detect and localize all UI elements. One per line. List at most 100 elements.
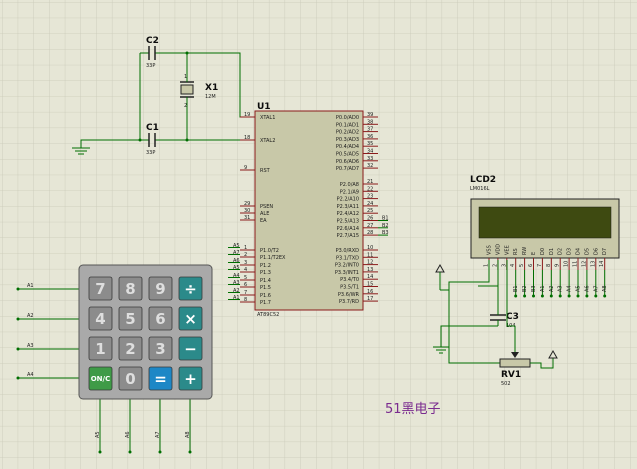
lcd-pin-rs: RS4	[510, 248, 519, 270]
u1-pin-name: P3.5/T1	[340, 285, 359, 291]
u1-p1-net-A6: A6	[228, 258, 240, 264]
u1-pin-number: 7	[244, 290, 247, 296]
lcd-pin-number: 9	[555, 264, 561, 267]
u1-pin-number: 11	[367, 252, 373, 258]
net-label: A7	[233, 250, 240, 256]
net-label: B2	[382, 223, 389, 229]
key-7[interactable]: 7	[88, 276, 113, 301]
net-label: A2	[27, 313, 34, 319]
u1-p1-net-A4: A4	[228, 273, 240, 279]
key-on-clear[interactable]: ON/C	[88, 366, 113, 391]
capacitor-c1[interactable]: C1 33P	[146, 123, 159, 156]
key-8[interactable]: 8	[118, 276, 143, 301]
watermark-text: 51黑电子	[385, 402, 441, 417]
key-plus[interactable]: +	[178, 366, 203, 391]
u1-pin-name: P2.2/A10	[337, 197, 359, 203]
lcd-display[interactable]: LCD2 LM016L VSS1VDD2VEE3RS4RW5E6D07D18D2…	[470, 175, 620, 298]
key-3[interactable]: 3	[148, 336, 173, 361]
key-0[interactable]: 0	[118, 366, 143, 391]
key-minus[interactable]: −	[178, 336, 203, 361]
u1-p2-net-B1: B1	[378, 216, 389, 222]
lcd-pin-number: 14	[599, 261, 605, 267]
u1-pin-name: P1.0/T2	[260, 248, 279, 254]
u1-pin-name: P2.6/A14	[337, 226, 359, 232]
u1-pin-name: P3.2/INT0	[335, 263, 359, 269]
u1-pin-number: 17	[367, 296, 373, 302]
u1-pin-number: 6	[244, 282, 247, 288]
net-label: A5	[95, 431, 101, 438]
u1-part: AT89C52	[257, 312, 279, 318]
net-label: B2	[522, 285, 528, 292]
key-multiply[interactable]: ×	[178, 306, 203, 331]
contrast-circuit: C3 104 RV1 502	[433, 260, 558, 387]
c1-value: 33P	[146, 150, 155, 156]
lcd-pin-e: E6	[528, 252, 537, 270]
x1-value: 12M	[205, 94, 216, 100]
key-2[interactable]: 2	[118, 336, 143, 361]
net-label: B1	[513, 285, 519, 292]
key-label: =	[154, 370, 167, 388]
u1-pin-number: 38	[367, 119, 373, 125]
u1-ref: U1	[257, 102, 271, 112]
key-6[interactable]: 6	[148, 306, 173, 331]
key-divide[interactable]: ÷	[178, 276, 203, 301]
key-9[interactable]: 9	[148, 276, 173, 301]
potentiometer-rv1[interactable]: RV1 502	[448, 260, 554, 387]
u1-pin-name: P2.1/A9	[340, 189, 359, 195]
lcd-pin-d0: D07	[537, 248, 546, 270]
net-label: A1	[540, 285, 546, 292]
u1-pin-name: P0.6/AD6	[336, 159, 359, 165]
key-label: +	[184, 370, 197, 388]
net-label: B3	[531, 285, 537, 292]
u1-pin-number: 29	[244, 201, 250, 207]
key-equals[interactable]: =	[148, 366, 173, 391]
lcd-pin-name: D1	[549, 248, 555, 255]
lcd-pin-number: 8	[546, 264, 552, 267]
lcd-pin-name: VDD	[495, 244, 501, 255]
lcd-pin-name: D3	[567, 248, 573, 255]
key-5[interactable]: 5	[118, 306, 143, 331]
key-label: 7	[95, 280, 105, 298]
c1-ref: C1	[146, 123, 159, 133]
u1-pin-number: 5	[244, 275, 247, 281]
u1-pin-name: P1.1/T2EX	[260, 255, 286, 261]
key-4[interactable]: 4	[88, 306, 113, 331]
lcd-pin-name: D4	[576, 248, 582, 255]
u1-p1-net-A5: A5	[228, 265, 240, 271]
lcd-pin-number: 5	[519, 264, 525, 267]
crystal-x1[interactable]: X1 12M 1 2	[180, 72, 218, 109]
c2-ref: C2	[146, 36, 159, 46]
u1-pin-name: P2.4/A12	[337, 211, 359, 217]
lcd-net-A1: A1	[540, 270, 546, 298]
capacitor-c2[interactable]: C2 33P	[146, 36, 159, 69]
key-label: 9	[155, 280, 165, 298]
net-label: A1	[27, 283, 34, 289]
lcd-pin-number: 11	[573, 261, 579, 267]
u1-pin-number: 21	[367, 179, 373, 185]
u1-pin-name: RST	[260, 168, 271, 174]
u1-pin-name: P3.6/WR	[338, 292, 360, 298]
u1-p1-net-A2: A2	[228, 288, 240, 294]
key-1[interactable]: 1	[88, 336, 113, 361]
